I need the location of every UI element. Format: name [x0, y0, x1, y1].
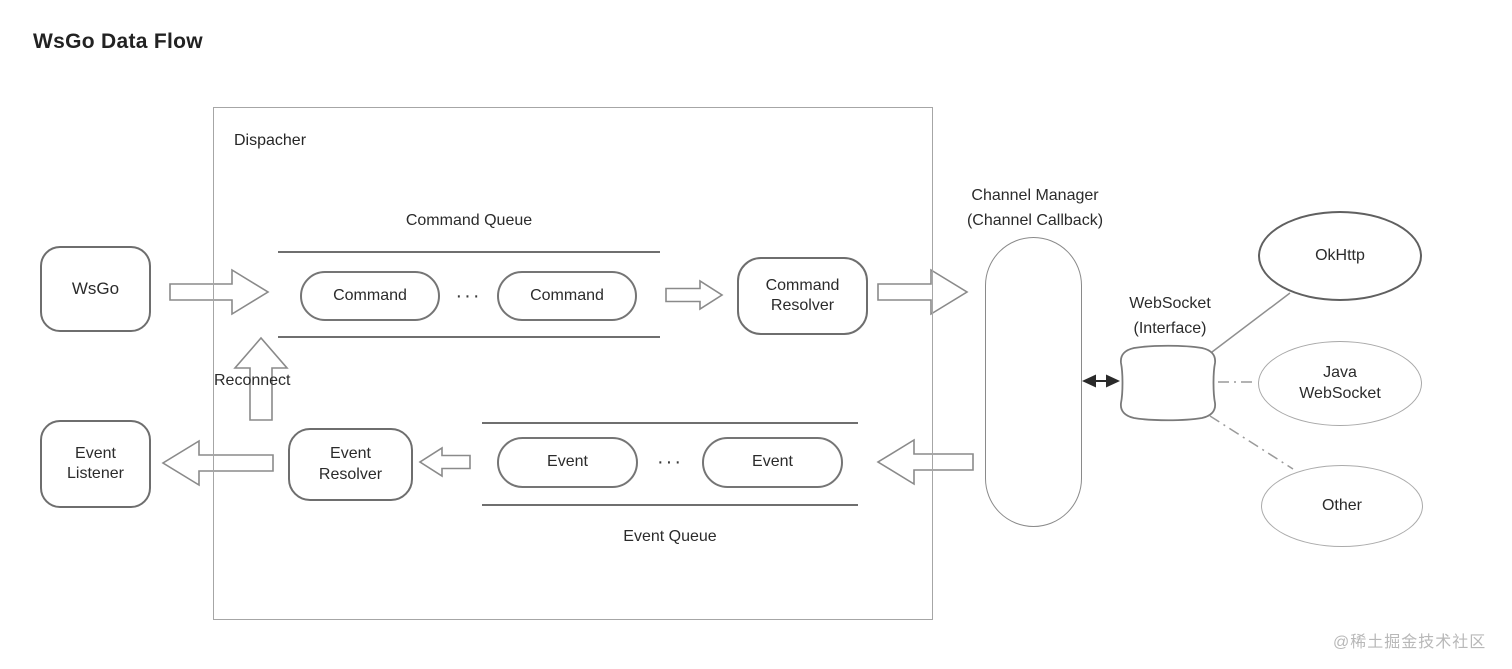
event-queue-item: Event	[497, 437, 638, 488]
command-queue-ellipsis: ···	[455, 284, 482, 307]
dispatcher-label: Dispacher	[234, 132, 307, 149]
node-event-resolver: Event Resolver	[288, 428, 413, 501]
command-queue-title: Command Queue	[405, 212, 533, 229]
dispatcher-container: Dispacher	[213, 107, 933, 620]
event-queue-title: Event Queue	[623, 528, 717, 545]
command-resolver-to-channel-arrow-icon	[877, 268, 969, 316]
event-queue-item: Event	[702, 437, 843, 488]
queue-to-command-resolver-arrow-icon	[665, 279, 724, 311]
command-queue-item: Command	[300, 271, 440, 321]
node-event-listener: Event Listener	[40, 420, 151, 508]
reconnect-arrow-icon	[233, 336, 289, 421]
websocket-interface-label: WebSocket (Interface)	[1100, 291, 1240, 341]
channel-to-event-queue-arrow-icon	[876, 438, 974, 486]
channel-manager-label: Channel Manager (Channel Callback)	[943, 183, 1127, 233]
websocket-label-line1: WebSocket	[1129, 295, 1211, 312]
wsgo-to-dispatcher-arrow-icon	[169, 268, 270, 316]
reconnect-label: Reconnect	[214, 372, 291, 389]
node-wsgo: WsGo	[40, 246, 151, 332]
channel-manager-label-line1: Channel Manager	[971, 187, 1099, 204]
queue-to-event-resolver-arrow-icon	[418, 446, 471, 478]
websocket-other-connector	[1209, 415, 1294, 470]
node-channel-manager	[985, 237, 1082, 527]
node-command-resolver: Command Resolver	[737, 257, 868, 335]
event-queue-ellipsis: ···	[657, 450, 683, 473]
node-other: Other	[1261, 465, 1423, 547]
arrowhead-left-icon	[1082, 374, 1096, 388]
event-resolver-to-listener-arrow-icon	[161, 439, 274, 487]
websocket-interface-shape	[1120, 344, 1216, 422]
websocket-label-line2: (Interface)	[1133, 320, 1207, 337]
node-okhttp: OkHttp	[1258, 211, 1422, 301]
channel-manager-label-line2: (Channel Callback)	[966, 212, 1104, 229]
node-java-websocket: Java WebSocket	[1258, 341, 1422, 426]
arrowhead-right-icon	[1106, 374, 1120, 388]
watermark: @稀土掘金技术社区	[1333, 634, 1487, 651]
command-queue-item: Command	[497, 271, 637, 321]
websocket-okhttp-connector	[1211, 292, 1291, 353]
page-title: WsGo Data Flow	[33, 30, 203, 53]
